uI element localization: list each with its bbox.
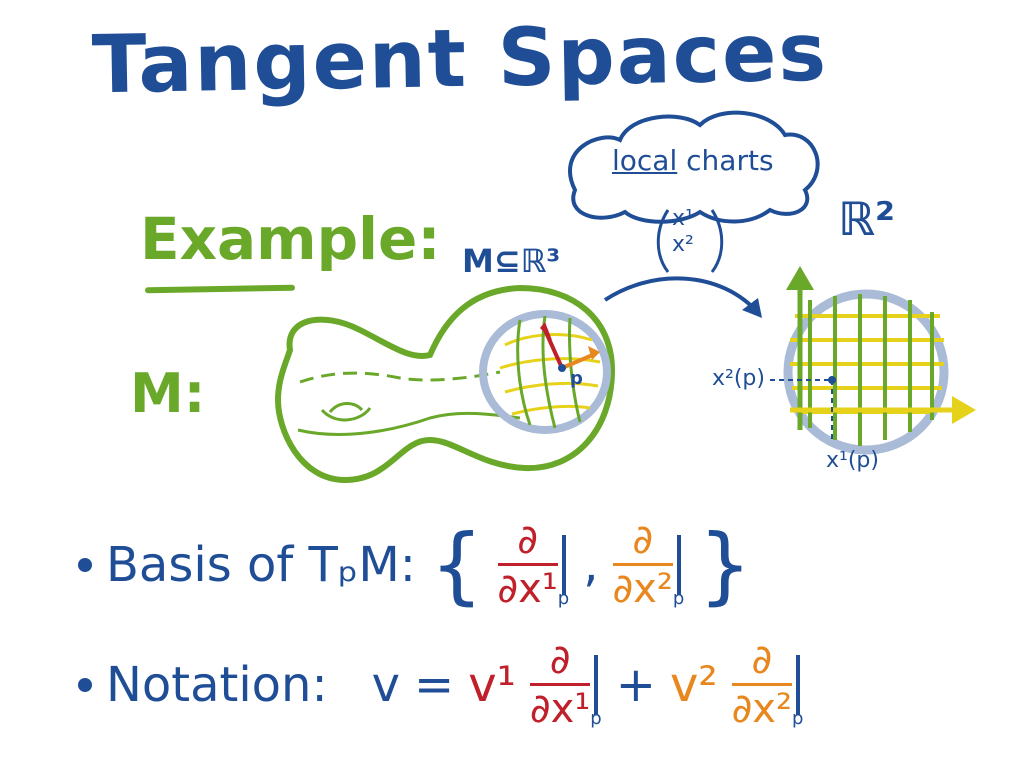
tangent-arrow-orange <box>561 352 596 370</box>
paren-right <box>710 209 724 273</box>
x1p-label: x¹(p) <box>826 448 879 473</box>
chart-disk-source <box>479 310 611 434</box>
eval-sub: p <box>557 588 570 609</box>
image-point <box>828 376 836 384</box>
coord-x2: x² <box>672 232 694 257</box>
eval-bar <box>594 654 599 715</box>
frac-num: ∂ <box>751 637 773 683</box>
manifold-embedding: M⊆ℝ³ <box>462 242 561 280</box>
notation-plus: + <box>615 656 656 713</box>
frac-den: ∂x¹ <box>497 566 558 612</box>
eval-bar <box>676 534 681 595</box>
x2p-label: x²(p) <box>712 366 765 391</box>
eval-sub: p <box>672 588 685 609</box>
axis-vertical-head <box>786 266 814 290</box>
coef-2: v² <box>669 656 718 713</box>
frac-num: ∂ <box>632 517 654 563</box>
chart-map-arrow <box>603 276 762 317</box>
notation-vector-1: ∂ ∂x¹ p <box>530 640 602 729</box>
frac-den: ∂x² <box>612 566 673 612</box>
chart-disk-target <box>783 289 949 455</box>
cloud-word-local: local <box>612 144 678 177</box>
partial-frac-1: ∂ ∂x¹ <box>530 640 590 729</box>
basis-vector-2: ∂ ∂x² p <box>612 520 684 609</box>
point-p <box>558 364 566 372</box>
partial-frac-2: ∂ ∂x² <box>732 640 792 729</box>
notation-prefix: Notation: <box>106 656 328 713</box>
target-space-label: ℝ² <box>838 192 896 246</box>
frac-bar <box>612 563 673 566</box>
partial-frac-1: ∂ ∂x¹ <box>497 520 557 609</box>
page-title: Tangent Spaces <box>91 5 829 112</box>
basis-prefix: Basis of TₚM: <box>106 536 416 593</box>
basis-row: Basis of TₚM: { ∂ ∂x¹ p , ∂ ∂x² p } <box>78 520 752 609</box>
paren-left <box>656 209 670 273</box>
notation-lhs: v <box>371 656 401 713</box>
cloud-shape <box>568 110 820 224</box>
source-grid <box>499 315 601 429</box>
tangent-arrow-red-head <box>540 322 552 340</box>
chart-map-arrow-head <box>742 298 762 318</box>
manifold-inner-curve <box>299 370 501 384</box>
basis-comma: , <box>583 536 599 593</box>
axis-horizontal-head <box>952 396 976 424</box>
tangent-arrow-red <box>543 329 564 369</box>
frac-num: ∂ <box>517 517 538 563</box>
cloud-caption: local charts <box>612 144 774 177</box>
chart-coordinates: x¹ x² <box>672 206 694 258</box>
coord-x1: x¹ <box>672 206 694 231</box>
basis-vector-1: ∂ ∂x¹ p <box>497 520 569 609</box>
eval-sub: p <box>792 708 804 729</box>
notation-row: Notation: v = v¹ ∂ ∂x¹ p + v² ∂ ∂x² p <box>78 640 803 729</box>
brace-open: { <box>429 515 484 614</box>
notation-vector-2: ∂ ∂x² p <box>732 640 804 729</box>
coef-1: v¹ <box>468 656 516 713</box>
frac-bar <box>731 683 792 686</box>
bullet-dot <box>78 677 92 692</box>
tangent-arrow-orange-head <box>588 346 600 360</box>
manifold-hole <box>320 402 372 422</box>
frac-bar <box>530 683 591 686</box>
frac-bar <box>497 563 558 566</box>
cloud-word-charts: charts <box>686 144 774 177</box>
eval-bar <box>796 654 800 715</box>
point-p-label: p <box>570 368 583 389</box>
partial-frac-2: ∂ ∂x² <box>612 520 672 609</box>
brace-close: } <box>698 515 752 614</box>
manifold-label: M: <box>130 362 206 425</box>
frac-den: ∂x¹ <box>529 686 591 732</box>
example-heading: Example: <box>140 205 441 273</box>
eval-bar <box>561 534 566 595</box>
eval-sub: p <box>590 708 602 729</box>
frac-den: ∂x² <box>731 686 792 732</box>
manifold-inner-curve-2 <box>297 411 521 436</box>
notation-eq: = <box>414 656 455 713</box>
manifold-outline <box>274 284 616 484</box>
bullet-dot <box>78 557 92 572</box>
frac-num: ∂ <box>549 637 571 683</box>
